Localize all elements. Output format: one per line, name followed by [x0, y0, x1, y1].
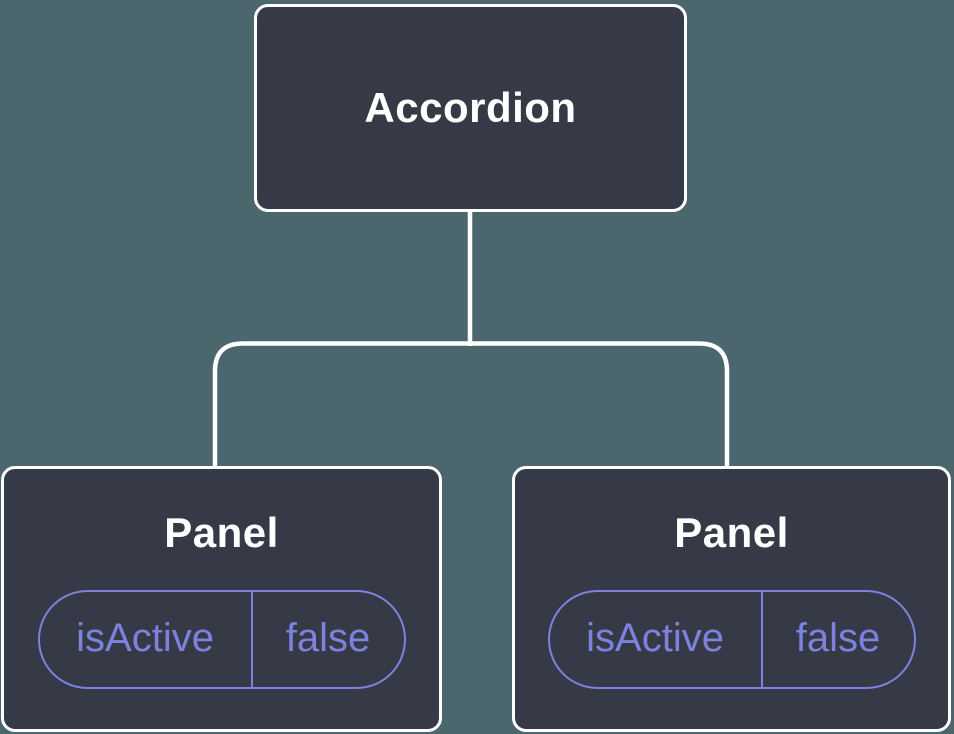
connector-branch-bracket [212, 341, 730, 470]
state-value-label: false [285, 615, 371, 660]
panel-node-right: Panel isActive false [512, 466, 951, 732]
state-value-label: false [795, 615, 881, 660]
accordion-node: Accordion [254, 4, 687, 212]
state-key-label: isActive [550, 592, 763, 688]
state-key-label: isActive [40, 592, 253, 688]
accordion-node-label: Accordion [364, 83, 577, 131]
panel-title: Panel [164, 509, 279, 556]
panel-node-left: Panel isActive false [1, 466, 442, 732]
state-pill: isActive false [37, 590, 406, 690]
panel-title: Panel [674, 509, 789, 556]
state-pill: isActive false [547, 590, 916, 690]
